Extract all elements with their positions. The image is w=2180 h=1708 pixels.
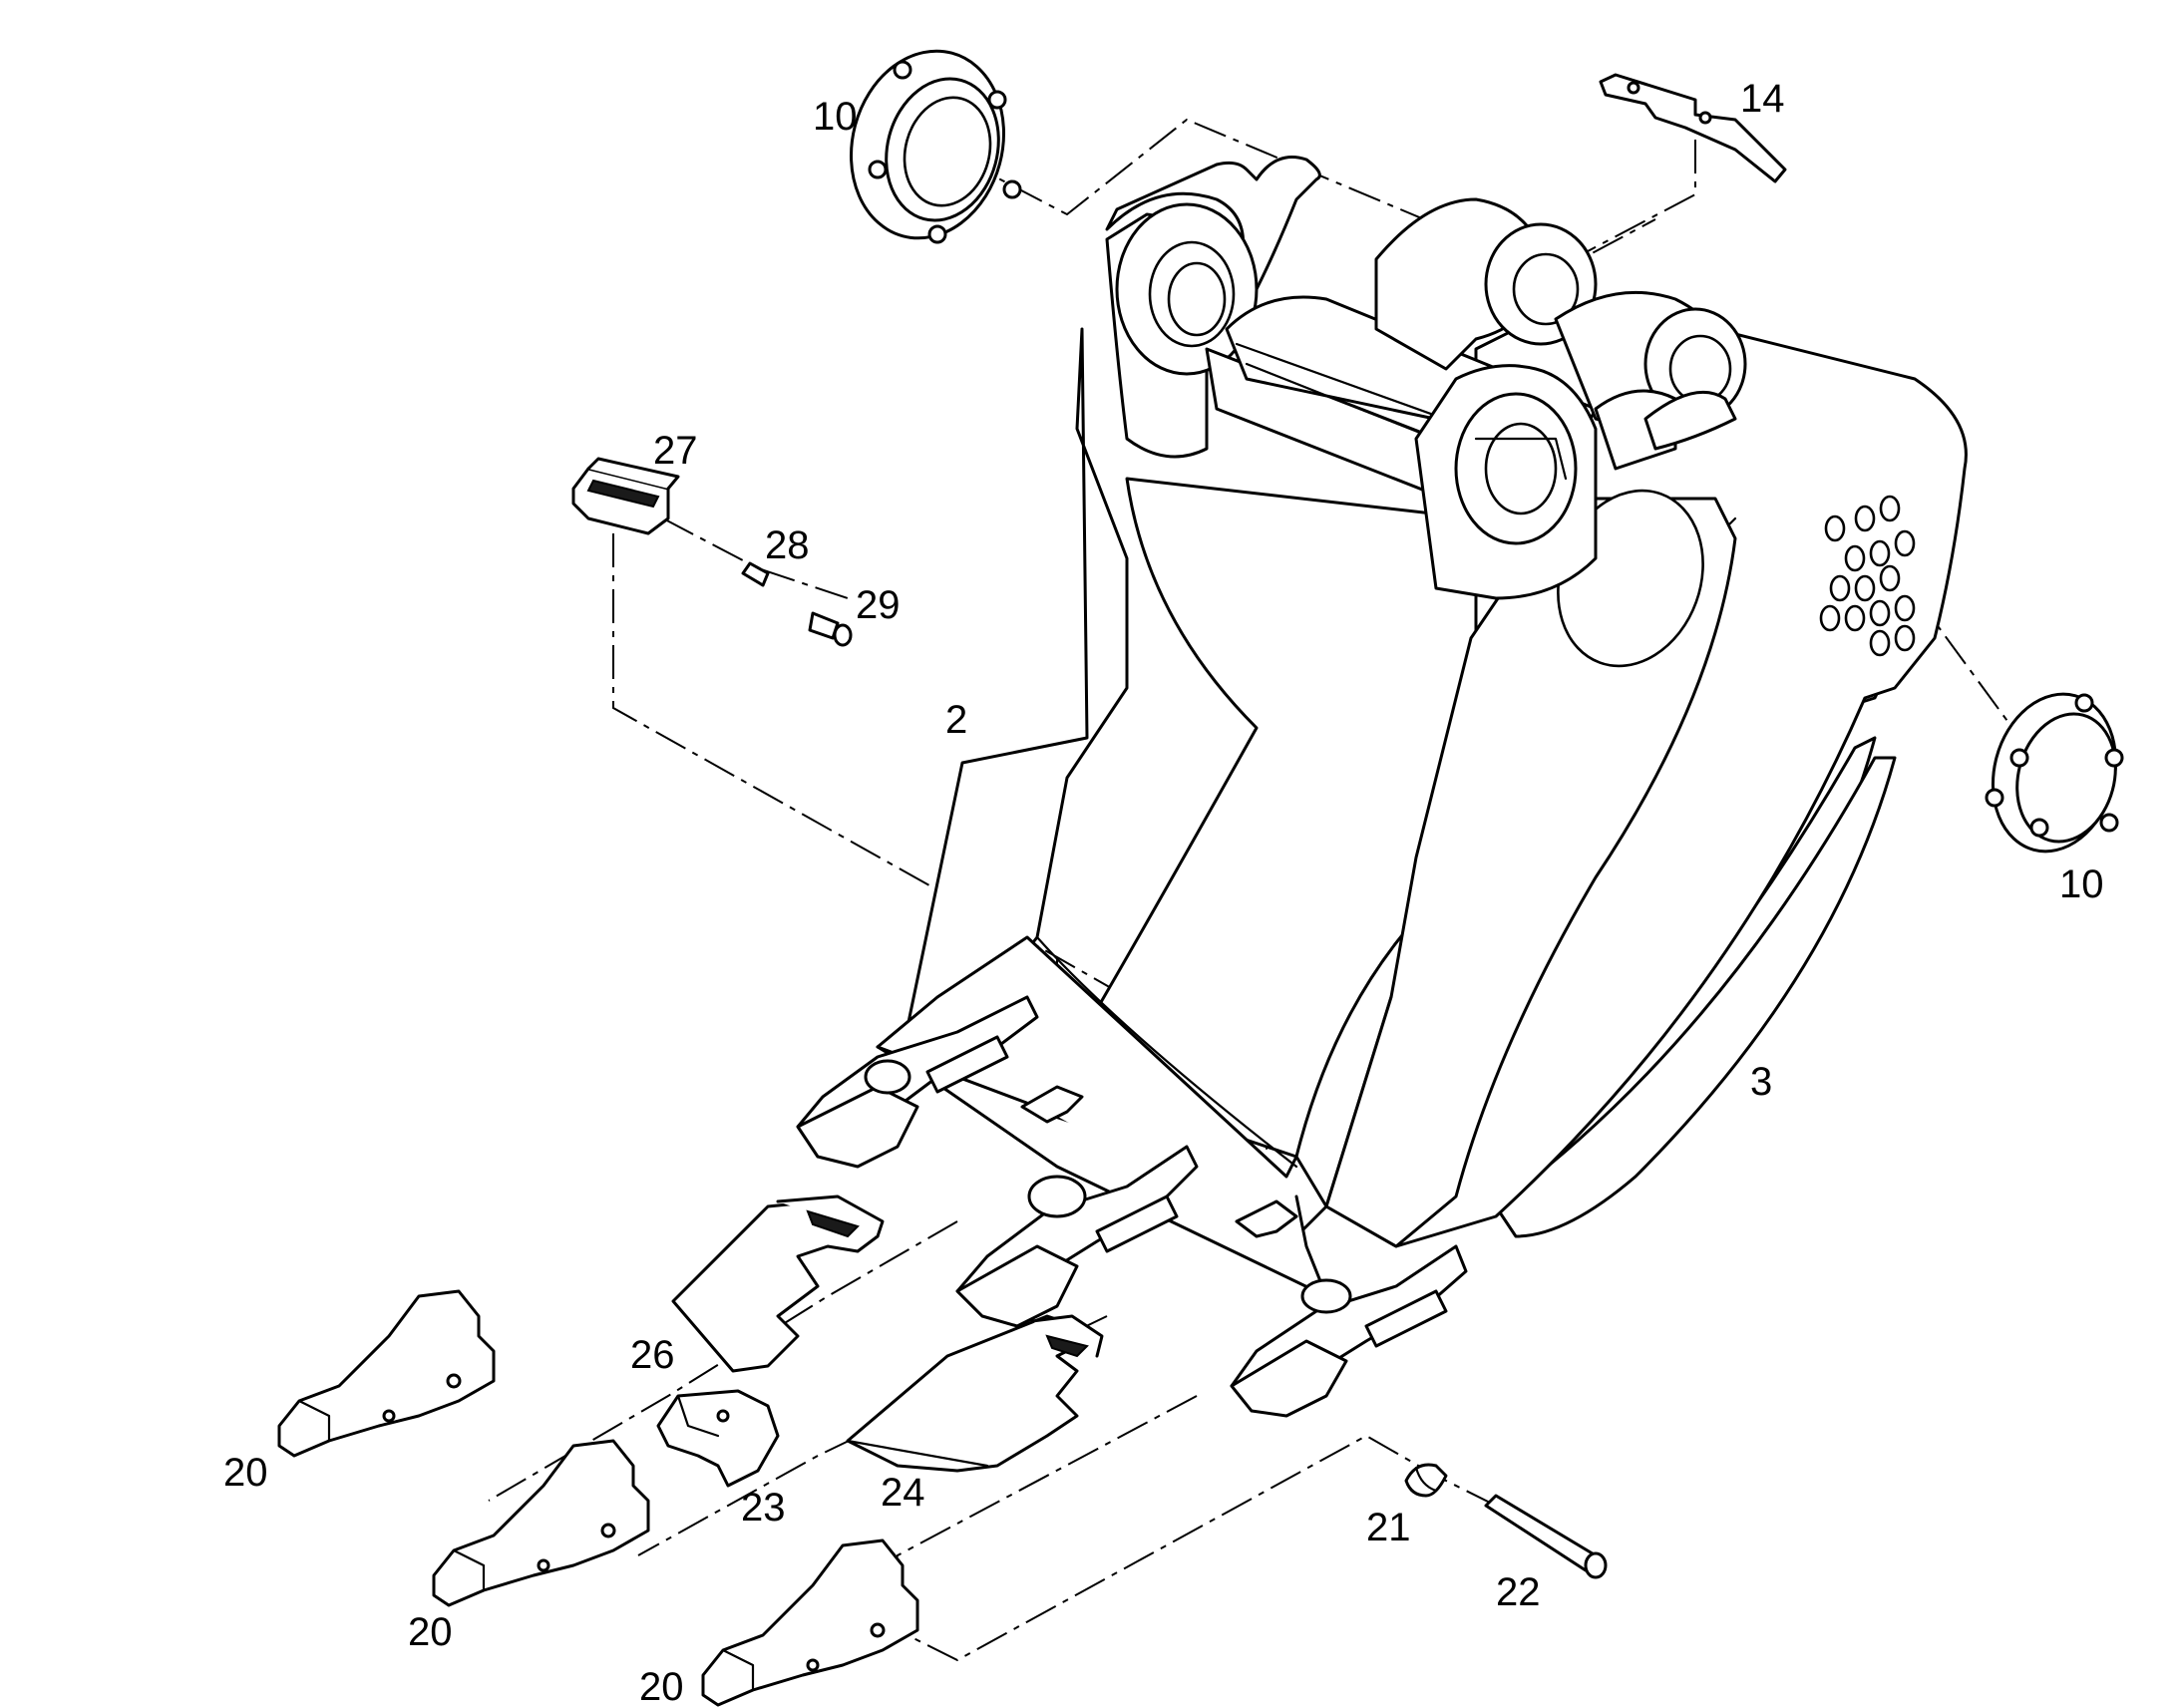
part-27-retainer-block [571, 457, 680, 535]
part-10-hub-disc-right [1985, 692, 2124, 854]
callout-21: 21 [1366, 1506, 1411, 1549]
mounted-tooth-adapters [796, 995, 1468, 1418]
part-20-tooth-2 [432, 1439, 650, 1607]
callout-2: 2 [945, 698, 967, 742]
callout-10-right: 10 [2059, 862, 2104, 906]
callout-10-top: 10 [813, 95, 858, 139]
part-14-shim [1599, 73, 1787, 183]
callout-14: 14 [1740, 77, 1785, 121]
part-22-pin [1484, 1494, 1608, 1579]
part-24-lip-shroud [846, 1314, 1104, 1473]
part-29-bolt [808, 611, 853, 647]
part-20-tooth-1 [277, 1289, 496, 1458]
part-26-lip-shroud [671, 1195, 885, 1373]
callout-29: 29 [856, 583, 901, 627]
callout-20-a: 20 [223, 1451, 268, 1495]
callout-26: 26 [630, 1333, 675, 1377]
side-plate-holes [1819, 495, 1916, 657]
callout-28: 28 [765, 523, 810, 567]
callout-20-c: 20 [639, 1665, 684, 1708]
callout-22: 22 [1496, 1570, 1541, 1614]
callout-27: 27 [653, 429, 698, 473]
callout-3: 3 [1750, 1060, 1772, 1104]
callout-labels: 10 14 27 28 29 2 10 3 26 20 23 24 20 21 … [223, 77, 2104, 1708]
part-28-lock [741, 561, 770, 587]
part-10-hub-disc-top [849, 49, 1022, 244]
callout-20-b: 20 [408, 1610, 453, 1654]
callout-23: 23 [741, 1486, 786, 1530]
hinge-assembly [1105, 156, 1747, 600]
part-21-retainer-ring [1404, 1463, 1448, 1498]
part-23-end-cap [656, 1389, 780, 1488]
part-20-tooth-3 [701, 1538, 919, 1707]
callout-24: 24 [881, 1471, 925, 1515]
